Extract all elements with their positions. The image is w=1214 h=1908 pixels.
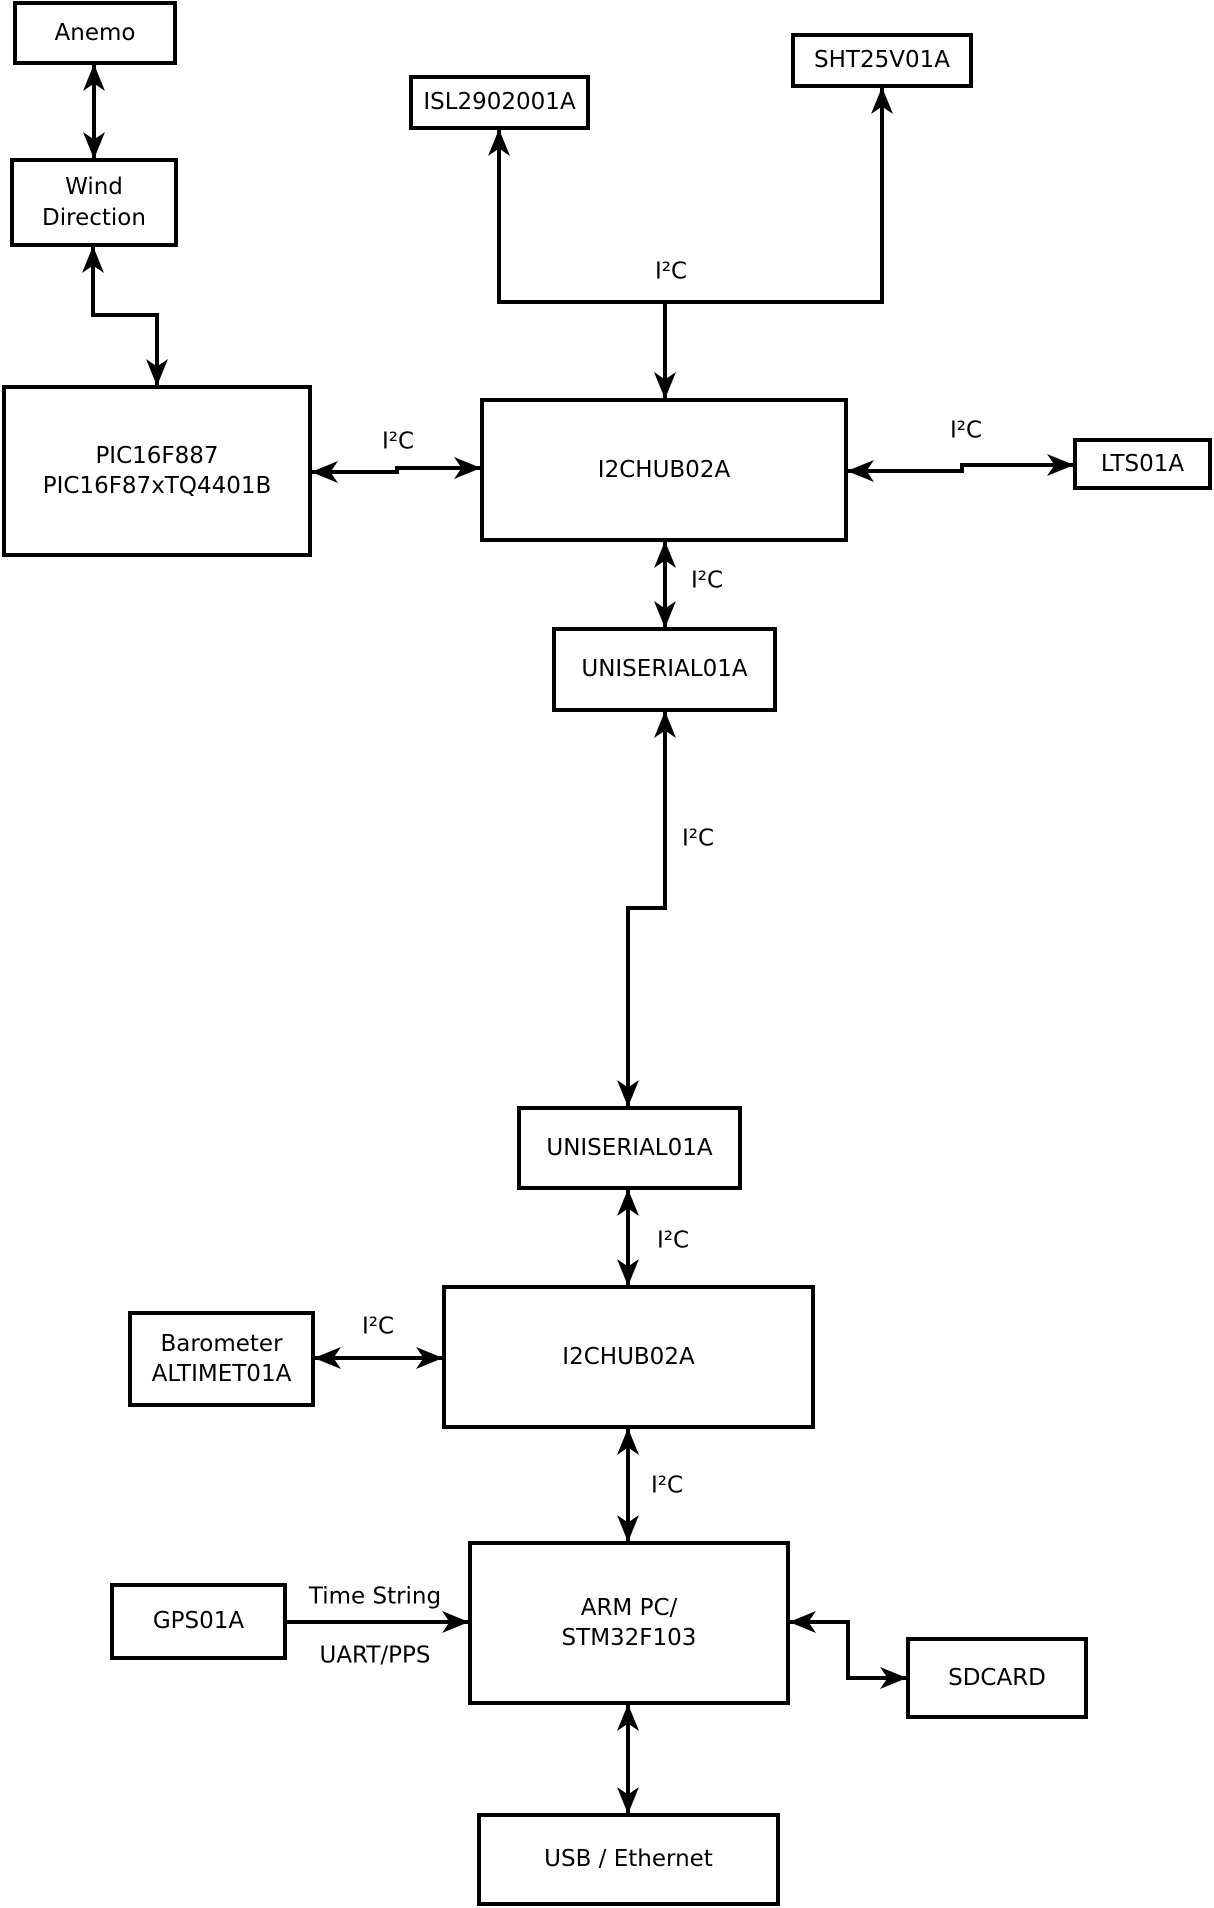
node-label: Direction: [42, 204, 146, 231]
node-label: PIC16F87xTQ4401B: [42, 473, 272, 499]
node-label: I2CHUB02A: [562, 1343, 695, 1370]
node-i2chub02a-upper: I2CHUB02A: [480, 398, 848, 542]
node-isl2902001a: ISL2902001A: [409, 75, 590, 130]
edge-label-i2c-sensor-bus: I²C: [652, 258, 690, 285]
node-sht25v01a: SHT25V01A: [791, 33, 973, 88]
node-label: PIC16F887: [95, 442, 219, 469]
node-uniserial01a-upper: UNISERIAL01A: [552, 627, 777, 712]
edge-pic16f887--i2chub02a-upper: [311, 457, 481, 483]
edge-uniserial-upper--uniserial-lower: [617, 711, 676, 1107]
node-label: GPS01A: [152, 1608, 245, 1635]
node-label: ISL2902001A: [423, 89, 576, 116]
node-label: STM32F103: [561, 1625, 697, 1651]
node-i2chub02a-lower: I2CHUB02A: [442, 1285, 815, 1429]
node-label: Wind: [65, 174, 123, 201]
edge-sensor-bus--sht25v01a: [665, 87, 893, 304]
node-label: SDCARD: [948, 1664, 1046, 1691]
edge-label-i2c-uniserial-link: I²C: [679, 825, 717, 852]
node-label: SHT25V01A: [814, 47, 950, 74]
edge-label-i2c-barometer-hub: I²C: [359, 1313, 397, 1340]
edge-wind-direction--pic16f887: [82, 246, 168, 386]
node-label: Barometer: [160, 1330, 283, 1357]
node-gps01a: GPS01A: [110, 1583, 287, 1660]
node-sdcard: SDCARD: [906, 1637, 1088, 1719]
node-label: UNISERIAL01A: [581, 656, 748, 683]
edge-i2chub02a-upper--lts01a: [847, 454, 1074, 482]
edge-label-i2c-hub-uniserial-upper: I²C: [688, 567, 726, 594]
node-label: ALTIMET01A: [151, 1361, 292, 1387]
node-anemo: Anemo: [13, 1, 177, 65]
edge-label-label-uart-pps: UART/PPS: [317, 1642, 433, 1669]
node-usb-ethernet: USB / Ethernet: [477, 1813, 780, 1906]
node-label: I2CHUB02A: [597, 456, 731, 483]
edge-label-i2c-hub-arm: I²C: [648, 1472, 686, 1499]
edge-label-i2c-hub-lts: I²C: [947, 417, 985, 444]
node-label: LTS01A: [1100, 450, 1185, 477]
edge-label-i2c-pic-hub: I²C: [379, 428, 417, 455]
node-lts01a: LTS01A: [1073, 438, 1212, 490]
node-uniserial01a-lower: UNISERIAL01A: [517, 1106, 742, 1190]
node-label: Anemo: [54, 19, 136, 46]
node-label: UNISERIAL01A: [546, 1134, 713, 1161]
node-label: ARM PC/: [580, 1594, 678, 1621]
node-arm-pc-stm32f103: ARM PC/STM32F103: [468, 1541, 790, 1705]
node-label: USB / Ethernet: [544, 1846, 713, 1873]
edge-arm-pc--sdcard: [789, 1611, 907, 1689]
edge-label-label-time-string: Time String: [306, 1583, 444, 1610]
edge-label-i2c-uniserial-hub-lower: I²C: [654, 1227, 692, 1254]
edge-sensor-bus--isl2902001a: [488, 129, 665, 304]
